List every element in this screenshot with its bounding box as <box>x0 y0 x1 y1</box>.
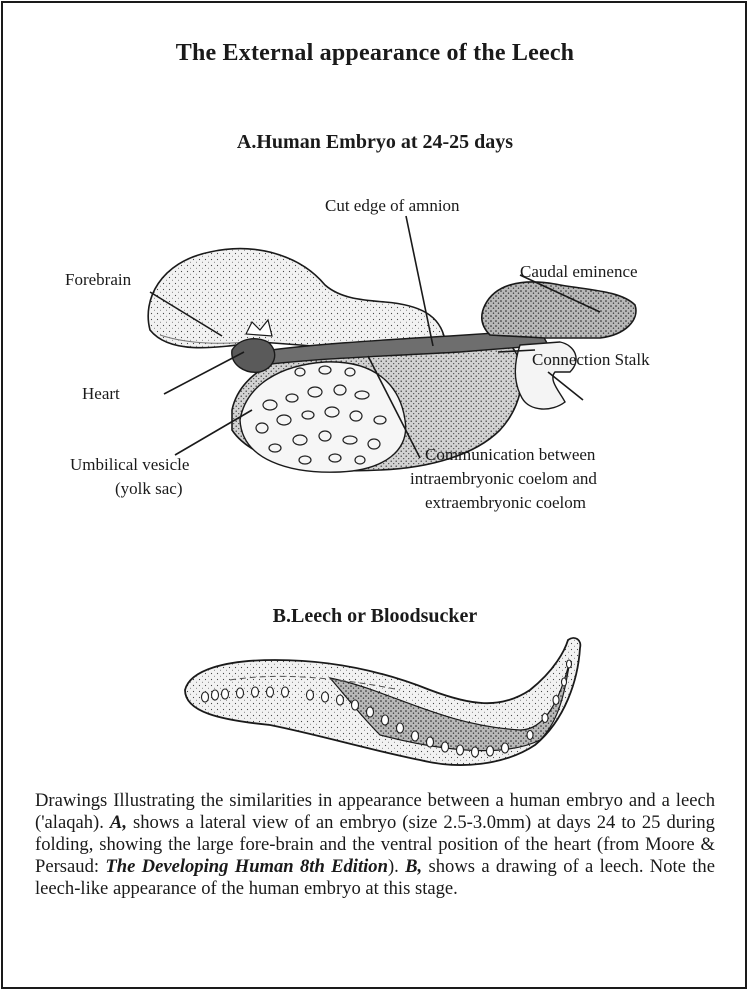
label-caudal-eminence: Caudal eminence <box>520 262 638 282</box>
caption-text-3: ). <box>388 856 405 877</box>
label-connection-stalk: Connection Stalk <box>532 350 650 370</box>
label-communication-1: Communication between <box>425 445 595 465</box>
forebrain-shape <box>148 249 445 350</box>
caudal-eminence-shape <box>482 282 636 338</box>
caption-book-title: The Developing Human 8th Edition <box>105 856 388 877</box>
section-b-heading: B.Leech or Bloodsucker <box>0 605 750 628</box>
label-heart: Heart <box>82 384 120 404</box>
leech-shape <box>185 638 580 765</box>
caption-b-marker: B, <box>405 856 422 877</box>
label-communication-3: extraembryonic coelom <box>425 493 586 513</box>
label-cut-edge: Cut edge of amnion <box>325 196 460 216</box>
label-yolk-sac: (yolk sac) <box>115 479 183 499</box>
label-forebrain: Forebrain <box>65 270 131 290</box>
figure-caption: Drawings Illustrating the similarities i… <box>35 790 715 900</box>
caption-a-marker: A, <box>110 812 127 833</box>
label-communication-2: intraembryonic coelom and <box>410 469 597 489</box>
label-umbilical-vesicle: Umbilical vesicle <box>70 455 189 475</box>
